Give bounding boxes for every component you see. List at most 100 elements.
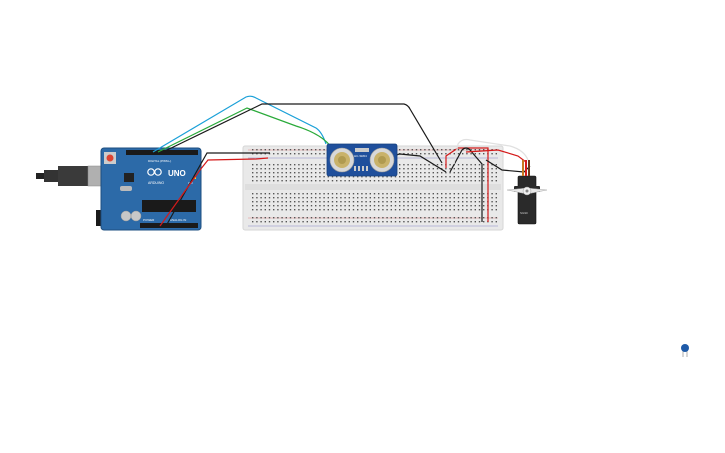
breadboard-hole[interactable] <box>289 172 292 174</box>
breadboard-hole[interactable] <box>394 221 397 223</box>
breadboard-hole[interactable] <box>495 193 497 195</box>
breadboard-hole[interactable] <box>336 201 338 203</box>
breadboard-hole[interactable] <box>302 197 304 199</box>
breadboard-hole[interactable] <box>336 209 338 211</box>
breadboard-hole[interactable] <box>382 217 384 219</box>
breadboard-hole[interactable] <box>352 193 355 195</box>
breadboard-hole[interactable] <box>373 209 376 211</box>
breadboard-hole[interactable] <box>285 209 287 211</box>
breadboard-hole[interactable] <box>306 153 308 155</box>
breadboard-hole[interactable] <box>449 217 451 219</box>
breadboard-hole[interactable] <box>491 221 493 223</box>
breadboard-hole[interactable] <box>470 217 472 219</box>
breadboard-hole[interactable] <box>281 168 283 170</box>
breadboard-hole[interactable] <box>457 180 460 182</box>
breadboard-hole[interactable] <box>365 180 367 182</box>
breadboard-hole[interactable] <box>483 217 485 219</box>
breadboard-hole[interactable] <box>344 193 346 195</box>
breadboard-hole[interactable] <box>315 153 317 155</box>
breadboard-hole[interactable] <box>403 149 405 151</box>
breadboard-hole[interactable] <box>264 153 266 155</box>
breadboard-hole[interactable] <box>407 205 409 207</box>
breadboard-hole[interactable] <box>445 201 447 203</box>
breadboard-hole[interactable] <box>315 176 317 178</box>
breadboard-hole[interactable] <box>319 180 321 182</box>
breadboard-hole[interactable] <box>457 168 460 170</box>
breadboard-hole[interactable] <box>495 153 497 155</box>
breadboard-hole[interactable] <box>378 221 380 223</box>
breadboard-hole[interactable] <box>373 193 376 195</box>
breadboard-hole[interactable] <box>390 217 392 219</box>
breadboard-hole[interactable] <box>277 209 279 211</box>
breadboard-hole[interactable] <box>298 164 300 166</box>
breadboard-hole[interactable] <box>256 193 258 195</box>
breadboard-hole[interactable] <box>327 217 329 219</box>
breadboard-hole[interactable] <box>369 221 371 223</box>
breadboard-hole[interactable] <box>273 172 275 174</box>
breadboard-hole[interactable] <box>470 205 472 207</box>
breadboard-hole[interactable] <box>264 217 266 219</box>
breadboard-hole[interactable] <box>449 176 451 178</box>
breadboard-hole[interactable] <box>256 221 258 223</box>
breadboard-hole[interactable] <box>474 149 476 151</box>
breadboard-hole[interactable] <box>373 201 376 203</box>
breadboard-hole[interactable] <box>361 197 363 199</box>
breadboard-hole[interactable] <box>428 201 430 203</box>
breadboard-hole[interactable] <box>289 193 292 195</box>
breadboard-hole[interactable] <box>382 201 384 203</box>
breadboard-hole[interactable] <box>352 217 355 219</box>
breadboard-hole[interactable] <box>302 193 304 195</box>
breadboard-hole[interactable] <box>327 221 329 223</box>
breadboard-hole[interactable] <box>285 217 287 219</box>
breadboard-hole[interactable] <box>302 221 304 223</box>
breadboard-hole[interactable] <box>415 176 418 178</box>
breadboard-hole[interactable] <box>327 205 329 207</box>
breadboard-hole[interactable] <box>294 197 296 199</box>
breadboard-hole[interactable] <box>432 168 434 170</box>
breadboard-hole[interactable] <box>441 201 443 203</box>
breadboard-hole[interactable] <box>289 164 292 166</box>
breadboard-hole[interactable] <box>348 209 350 211</box>
breadboard-hole[interactable] <box>386 193 388 195</box>
breadboard-hole[interactable] <box>260 176 262 178</box>
breadboard-hole[interactable] <box>411 153 413 155</box>
breadboard-hole[interactable] <box>399 221 401 223</box>
breadboard-hole[interactable] <box>386 209 388 211</box>
breadboard-hole[interactable] <box>453 193 455 195</box>
breadboard-hole[interactable] <box>424 193 426 195</box>
breadboard-hole[interactable] <box>457 205 460 207</box>
breadboard-hole[interactable] <box>407 153 409 155</box>
breadboard-hole[interactable] <box>415 153 418 155</box>
breadboard-hole[interactable] <box>252 193 254 195</box>
breadboard-hole[interactable] <box>273 149 275 151</box>
breadboard-hole[interactable] <box>369 209 371 211</box>
breadboard-hole[interactable] <box>436 193 439 195</box>
breadboard-hole[interactable] <box>373 217 376 219</box>
breadboard-hole[interactable] <box>411 168 413 170</box>
breadboard-hole[interactable] <box>449 197 451 199</box>
breadboard-hole[interactable] <box>273 193 275 195</box>
breadboard-hole[interactable] <box>352 197 355 199</box>
breadboard-hole[interactable] <box>399 176 401 178</box>
breadboard-hole[interactable] <box>277 149 279 151</box>
breadboard-hole[interactable] <box>483 193 485 195</box>
breadboard-hole[interactable] <box>336 176 338 178</box>
breadboard-hole[interactable] <box>378 217 380 219</box>
breadboard-hole[interactable] <box>294 193 296 195</box>
breadboard-hole[interactable] <box>462 164 464 166</box>
breadboard-hole[interactable] <box>415 164 418 166</box>
breadboard-hole[interactable] <box>378 180 380 182</box>
breadboard-hole[interactable] <box>436 168 439 170</box>
breadboard-hole[interactable] <box>441 180 443 182</box>
breadboard-hole[interactable] <box>436 209 439 211</box>
breadboard-hole[interactable] <box>491 217 493 219</box>
breadboard-hole[interactable] <box>432 197 434 199</box>
breadboard-hole[interactable] <box>357 193 359 195</box>
breadboard-hole[interactable] <box>281 180 283 182</box>
breadboard-hole[interactable] <box>411 217 413 219</box>
breadboard-hole[interactable] <box>256 176 258 178</box>
breadboard-hole[interactable] <box>495 172 497 174</box>
breadboard-hole[interactable] <box>310 221 313 223</box>
breadboard-hole[interactable] <box>268 201 271 203</box>
breadboard-hole[interactable] <box>483 168 485 170</box>
